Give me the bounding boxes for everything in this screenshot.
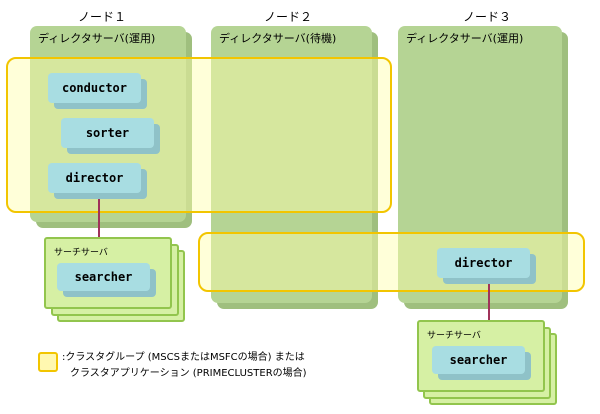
node3-panel-title: ディレクタサーバ(運用) xyxy=(406,32,524,45)
conductor-box: conductor xyxy=(48,73,141,103)
legend-line1: :クラスタグループ (MSCSまたはMSFCの場合) または xyxy=(62,352,305,363)
legend-line2: クラスタアプリケーション (PRIMECLUSTERの場合) xyxy=(70,368,307,379)
node3-director-box: director xyxy=(437,248,530,278)
node2-label: ノード２ xyxy=(264,10,313,24)
node3-director-searcher-link xyxy=(488,284,490,322)
node3-search-server-label: サーチサーバ xyxy=(427,331,481,341)
node1-panel-title: ディレクタサーバ(運用) xyxy=(38,32,156,45)
node3-searcher-box: searcher xyxy=(432,346,525,374)
node1-search-server-label: サーチサーバ xyxy=(54,248,108,258)
node1-director-searcher-link xyxy=(98,199,100,239)
node2-panel-title: ディレクタサーバ(待機) xyxy=(219,32,337,45)
sorter-box: sorter xyxy=(61,118,154,148)
node1-searcher-box: searcher xyxy=(57,263,150,291)
legend-cluster-swatch xyxy=(38,352,58,372)
node1-director-box: director xyxy=(48,163,141,193)
node1-label: ノード１ xyxy=(78,10,127,24)
node3-label: ノード３ xyxy=(463,10,512,24)
node2-director-server-panel: ディレクタサーバ(待機) xyxy=(211,26,372,303)
